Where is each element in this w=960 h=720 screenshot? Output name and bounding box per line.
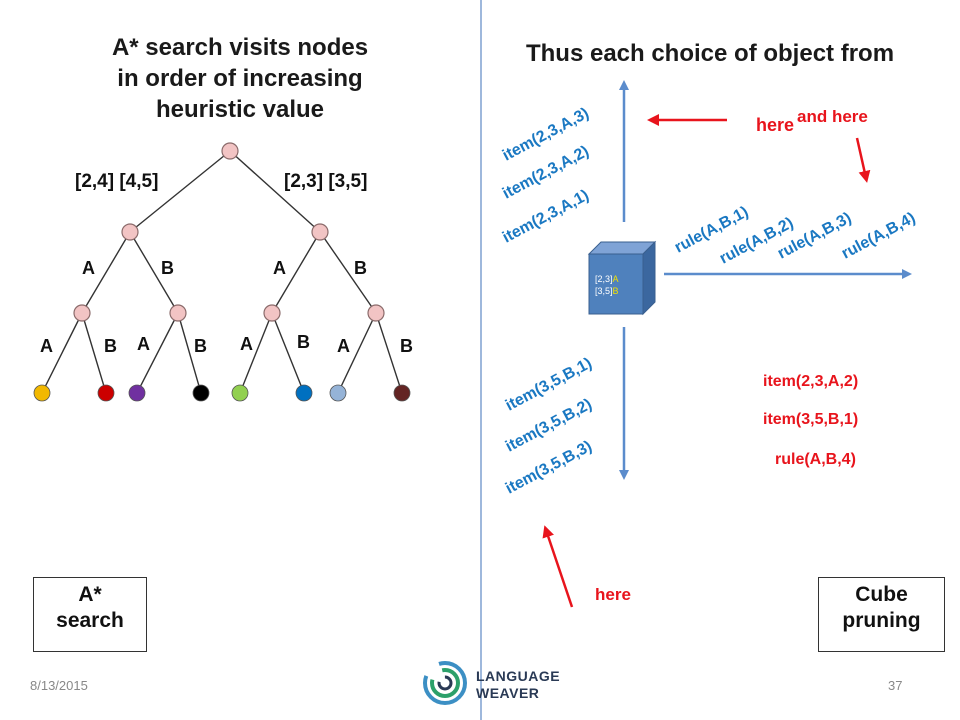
cube-icon <box>587 240 657 316</box>
branch-label: A <box>337 336 350 356</box>
branch-label: A <box>82 258 95 278</box>
astar-search-box: A* search <box>33 577 147 652</box>
tree-leaf <box>97 384 115 402</box>
left-title-line: heuristic value <box>155 96 325 123</box>
tree-leaf <box>393 384 411 402</box>
tree-leaf <box>231 384 249 402</box>
branch-label: B <box>194 336 207 356</box>
branch-label: A <box>240 334 253 354</box>
branch-label: B <box>400 336 413 356</box>
right-title: Thus each choice of object from <box>525 40 895 67</box>
here-top-label: here <box>756 115 794 135</box>
tree-leaf <box>128 384 146 402</box>
cube-label-symbol: A <box>612 274 619 284</box>
cube-label-range: [2,3] <box>595 274 613 284</box>
tree-leaf <box>192 384 210 402</box>
footer-page-number: 37 <box>888 678 903 693</box>
tree-node <box>311 223 329 241</box>
tree-node <box>263 304 281 322</box>
astar-box-line: A* <box>78 583 102 606</box>
tree-leaf <box>329 384 347 402</box>
cube-pruning-box: Cube pruning <box>818 577 945 652</box>
interval-label-right: [2,3] [3,5] <box>284 171 367 192</box>
tree-node <box>367 304 385 322</box>
cube-label-symbol: B <box>612 286 619 296</box>
interval-label-left: [2,4] [4,5] <box>75 171 158 192</box>
logo-line2: WEAVER <box>476 685 540 701</box>
rule-label: rule(A,B,4) <box>839 210 918 263</box>
cube-box-line: Cube <box>855 583 908 606</box>
cube-label: [2,3]A [3,5]B <box>595 273 619 297</box>
branch-label: B <box>104 336 117 356</box>
tree-leaf <box>33 384 51 402</box>
here-bottom-arrow <box>542 525 574 608</box>
branch-label: B <box>297 332 310 352</box>
tree-node <box>121 223 139 241</box>
tree-leaves <box>33 384 411 402</box>
tree-nodes <box>73 142 385 322</box>
left-title-line: A* search visits nodes <box>111 34 369 61</box>
cube-box-line: pruning <box>842 609 921 632</box>
left-title: A* search visits nodes in order of incre… <box>60 32 420 125</box>
astar-box-line: search <box>56 609 124 632</box>
left-title-line: in order of increasing <box>117 65 363 92</box>
here-bottom-label: here <box>595 585 631 604</box>
cube-label-range: [3,5] <box>595 286 613 296</box>
tree-node <box>73 304 91 322</box>
and-here-arrow <box>855 137 871 183</box>
branch-label: A <box>137 334 150 354</box>
branch-label: A <box>40 336 53 356</box>
logo-line1: LANGUAGE <box>476 668 561 684</box>
branch-label: B <box>354 258 367 278</box>
branch-label: B <box>161 258 174 278</box>
tree-edges <box>41 150 403 394</box>
tree-leaf <box>295 384 313 402</box>
logo-swirl-icon <box>423 661 467 705</box>
selection-item: item(3,5,B,1) <box>763 411 858 428</box>
footer-date: 8/13/2015 <box>30 678 88 693</box>
tree-node <box>169 304 187 322</box>
branch-label: A <box>273 258 286 278</box>
tree-node-root <box>221 142 239 160</box>
selection-item: item(2,3,A,2) <box>763 373 858 390</box>
language-weaver-logo: LANGUAGE WEAVER <box>420 658 580 708</box>
selection-item: rule(A,B,4) <box>775 451 856 468</box>
and-here-label: and here <box>797 107 868 126</box>
